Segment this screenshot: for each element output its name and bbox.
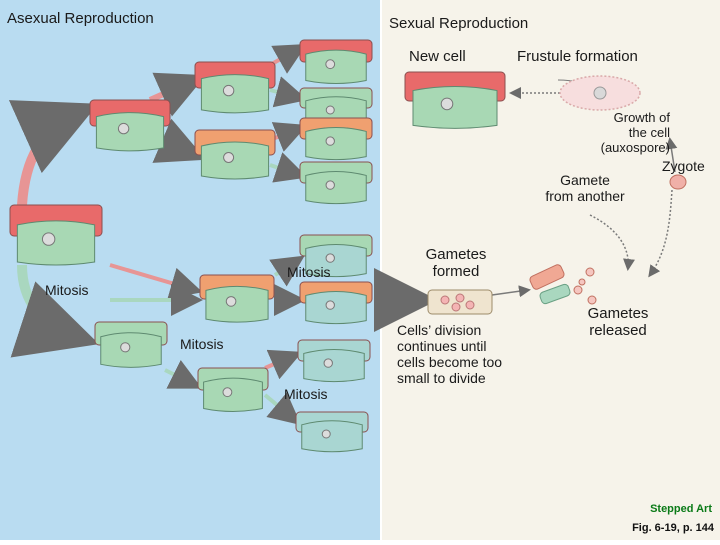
mitosis-label-2: Mitosis	[45, 282, 89, 298]
stepped-art-label: Stepped Art	[650, 503, 712, 515]
diatom-cell-icon	[299, 117, 373, 161]
asexual-reproduction-title: Asexual Reproduction	[7, 10, 154, 27]
mitosis-label-1: Mitosis	[287, 264, 331, 280]
released-gamete-cells-icon	[529, 264, 571, 305]
diatom-cell-icon	[89, 99, 171, 152]
new-cell-label: New cell	[409, 48, 466, 65]
diatom-cell-icon	[197, 367, 269, 412]
cells-division-label: Cells’ division continues until cells be…	[397, 322, 503, 387]
gametes-formed-cell-icon	[427, 289, 493, 315]
zygote-icon	[669, 174, 687, 190]
diatom-cell-icon	[297, 339, 371, 383]
diatom-cell-icon	[194, 61, 276, 114]
diatom-cell-icon	[9, 204, 103, 266]
gamete-from-another-label: Gamete from another	[545, 172, 625, 205]
gametes-released-label: Gametes released	[587, 305, 649, 340]
diatom-cell-icon	[194, 129, 276, 180]
diatom-cell-icon	[299, 161, 373, 205]
diatom-cell-icon	[299, 39, 373, 84]
diatom-cell-icon	[299, 281, 373, 325]
arrow-division-green-1	[10, 264, 100, 358]
sexual-reproduction-title: Sexual Reproduction	[389, 15, 529, 32]
diatom-cell-icon	[94, 321, 168, 368]
frustule-formation-label: Frustule formation	[517, 48, 638, 65]
mitosis-label-3: Mitosis	[180, 336, 224, 352]
mitosis-label-4: Mitosis	[284, 386, 328, 402]
diatom-cell-icon	[404, 71, 506, 129]
zygote-label: Zygote	[662, 158, 705, 174]
gametes-icon	[573, 267, 597, 305]
diatom-cell-icon	[295, 411, 369, 453]
figure-reference-label: Fig. 6-19, p. 144	[632, 522, 714, 534]
diatom-cell-icon	[299, 234, 373, 278]
diatom-cell-icon	[199, 274, 275, 323]
arrow-division-red-1	[8, 100, 99, 206]
growth-of-cell-label: Growth of the cell (auxospore)	[600, 110, 670, 155]
gametes-formed-label: Gametes formed	[425, 246, 487, 281]
